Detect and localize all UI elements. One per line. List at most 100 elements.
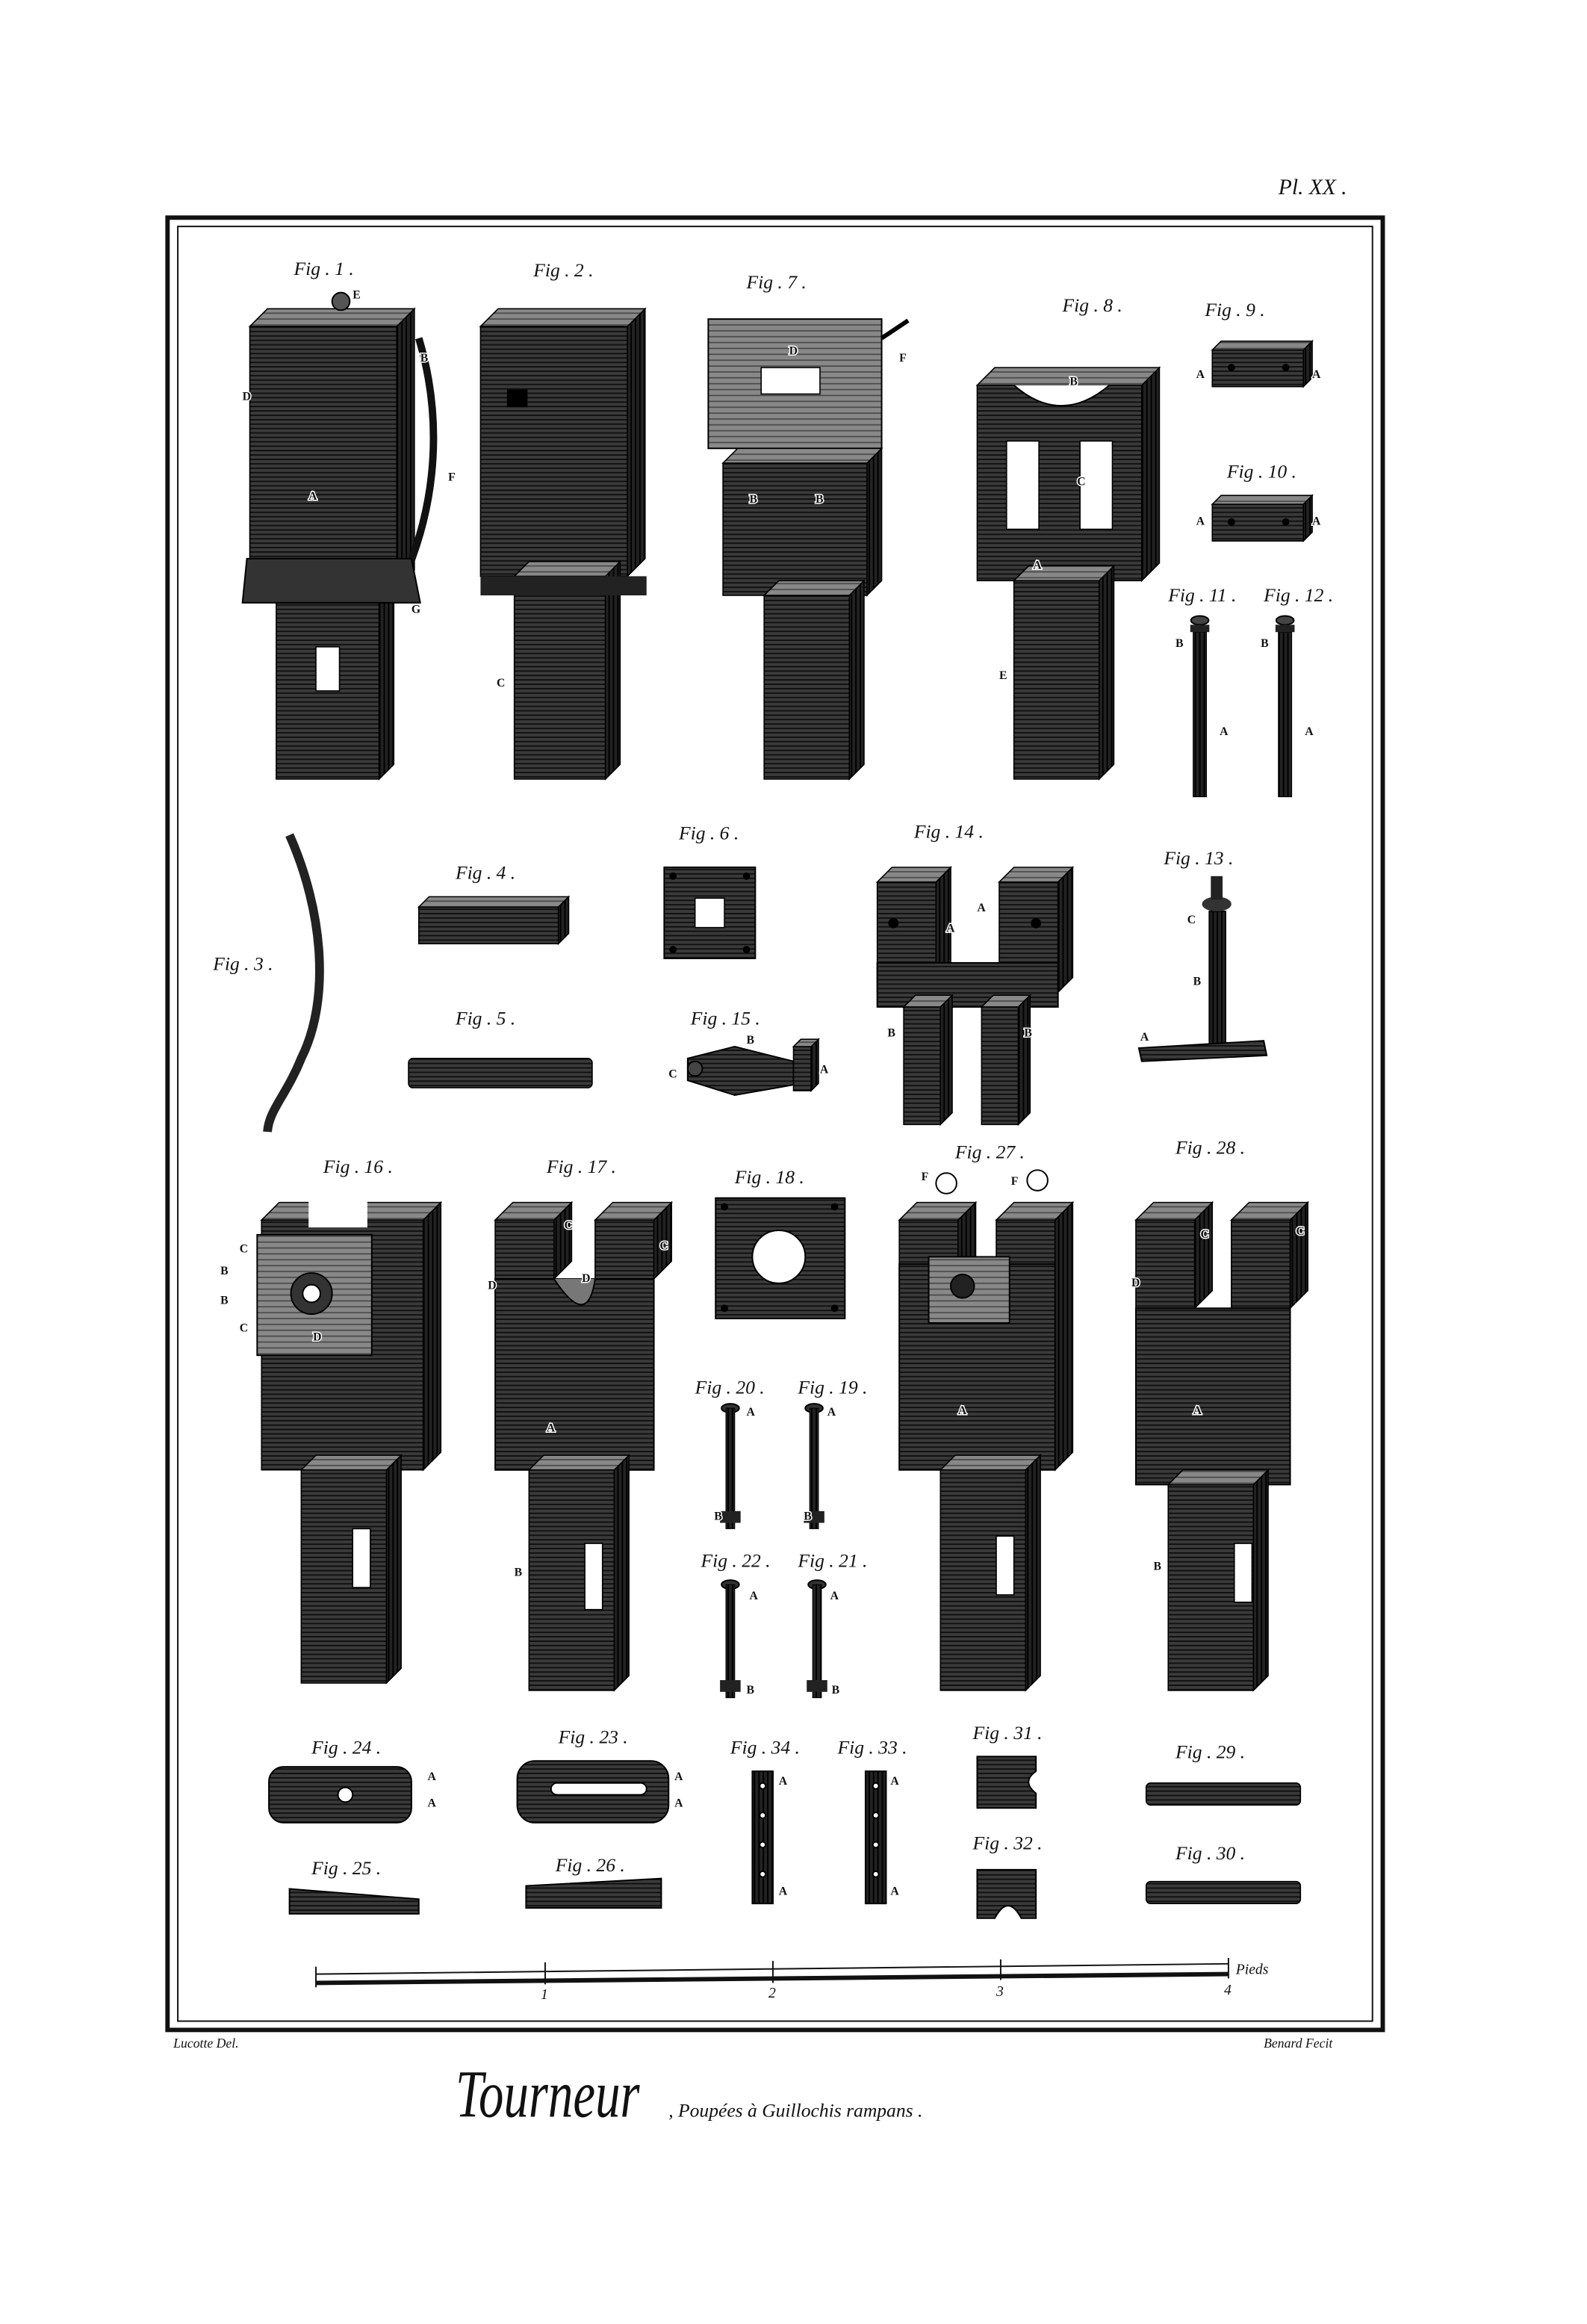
block-top [875,867,952,883]
scale-tick-3: 3 [996,1983,1004,2000]
figure-label: Fig . 24 . [311,1736,381,1758]
block-top [1012,565,1116,582]
reference-letter: C [1296,1225,1304,1238]
mortise [694,897,725,929]
figure-26: Fig . 26 . [525,1854,662,1909]
reference-letter: A [428,1797,437,1809]
reference-letter: D [313,1331,321,1344]
reference-letter: B [832,1684,840,1696]
figure-25: Fig . 25 . [288,1857,420,1915]
figure-label: Fig . 21 . [797,1550,867,1572]
circle-detail [686,1060,704,1077]
reference-letter: A [308,490,317,503]
reference-letter: A [958,1404,967,1417]
figure-label: Fig . 11 . [1167,584,1236,606]
figure-label: Fig . 19 . [797,1376,867,1398]
reference-letter: B [816,493,824,506]
mortise [584,1543,603,1611]
screw-head [1190,615,1210,626]
engraver-credit: Benard Fecit [1264,2036,1333,2051]
block-face [249,326,398,589]
reference-letter: B [1261,637,1269,650]
block-side [848,579,865,781]
reference-letter: D [488,1280,496,1292]
reference-letter: B [220,1265,229,1277]
block-face [300,1469,388,1684]
reference-letter: A [1312,368,1321,381]
mortise [315,646,341,692]
block-top [975,367,1161,386]
mortise [996,1535,1015,1596]
reference-letter: A [977,902,986,914]
figure-label: Fig . 34 . [730,1736,800,1758]
block-face [479,326,628,577]
title-main: Tourneur [456,2057,640,2132]
screw-shank [812,1584,822,1699]
figure-13: Fig . 13 .CBA [1137,847,1268,1062]
figure-label: Fig . 3 . [212,953,273,975]
reference-letter: C [240,1243,248,1256]
block-top [1229,1201,1310,1221]
circle-detail [669,872,677,880]
figure-label: Fig . 4 . [455,862,515,884]
circle-detail [721,1203,728,1211]
figure-label: Fig . 8 . [1062,294,1122,316]
block-face [1231,1219,1291,1310]
screw-nut [807,1680,827,1692]
block-side [940,994,953,1127]
reference-letter: A [674,1770,683,1783]
block-face [513,575,606,780]
block-top [248,308,416,327]
scale-bar: 1 2 3 4 Pieds [315,1957,1269,2003]
block-side [627,307,646,578]
reference-letter: B [714,1510,722,1523]
block-top [1167,1469,1270,1486]
circle-detail [759,1870,767,1878]
circle-detail [830,1304,839,1313]
circle-detail [331,291,351,312]
plate-frame [165,215,1385,2033]
block-face [976,384,1143,582]
reference-letter: B [1193,975,1202,988]
block-face [903,1006,942,1126]
figure-24: Fig . 24 .AA [268,1736,438,1823]
mortise [1233,1543,1253,1603]
reference-letter: A [1305,725,1314,738]
reference-letter: C [565,1219,573,1232]
reference-letter: C [1077,475,1085,488]
reference-letter: A [830,1590,839,1602]
bar [1145,1880,1302,1904]
reference-letter: B [749,493,757,506]
collar [1190,625,1210,633]
reference-letter: E [353,289,361,302]
block-face [494,1219,555,1280]
figure-label: Fig . 14 . [913,821,984,843]
screw-nut [804,1510,824,1523]
figure-label: Fig . 16 . [323,1156,393,1177]
block-top [998,867,1075,883]
reference-letter: B [515,1566,523,1578]
collar [1275,625,1295,633]
scale-tick-1: 1 [541,1986,548,2003]
figure-4: Fig . 4 . [417,862,571,946]
block-top [995,1201,1075,1221]
block-face [417,906,559,945]
figure-label: Fig . 26 . [555,1854,625,1876]
block-side [1057,866,1074,994]
figure-label: Fig . 23 . [558,1726,628,1748]
figure-label: Fig . 22 . [701,1550,771,1572]
figure-label: Fig . 30 . [1175,1842,1245,1864]
figure-32: Fig . 32 . [972,1832,1043,1919]
reference-letter: B [887,1026,895,1039]
block-top [512,560,622,577]
reference-letter: A [779,1885,788,1897]
reference-letter: B [420,352,429,365]
screw-head [1275,615,1295,626]
reference-letter: A [747,1406,756,1419]
figure-label: Fig . 18 . [734,1166,804,1188]
reference-letter: A [547,1422,556,1435]
